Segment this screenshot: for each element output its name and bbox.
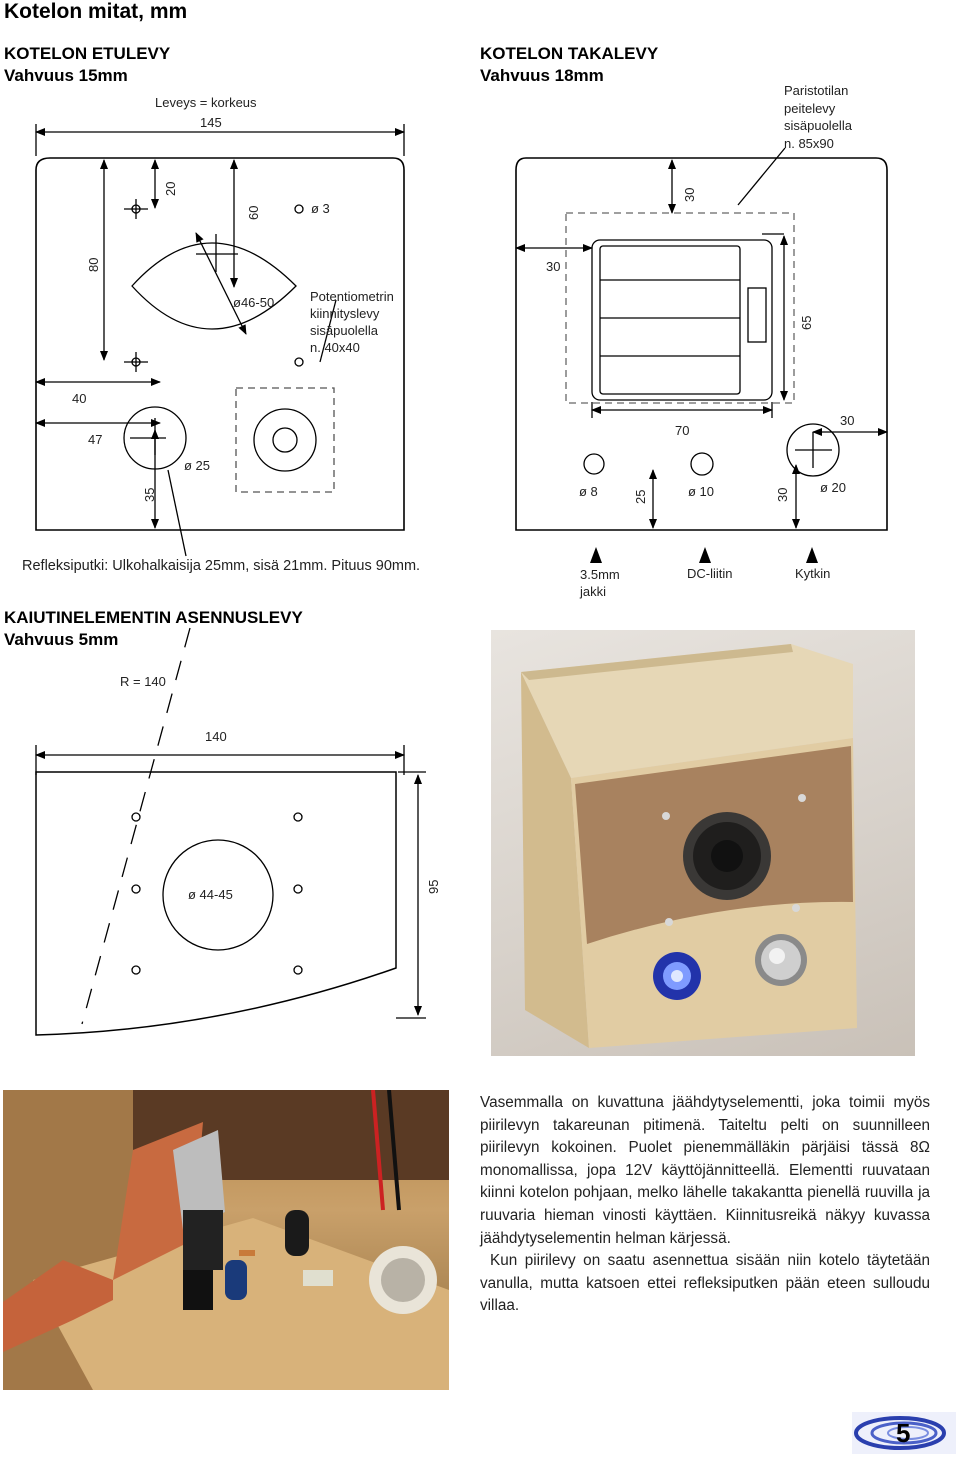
front-plate-outline — [35, 157, 405, 531]
circuit-board-photo — [3, 1090, 449, 1390]
radius-label: R = 140 — [120, 674, 166, 689]
hole-20-label: ø 20 — [820, 480, 847, 495]
dim-30-left: 30 — [546, 259, 561, 274]
width-label: Leveys = korkeus — [155, 95, 257, 110]
dim-80: 80 — [86, 257, 101, 272]
page-number: 5 — [896, 1418, 911, 1448]
battery-note: Paristotilan peitelevy sisäpuolella n. 8… — [784, 83, 852, 151]
dim-47: 47 — [88, 432, 103, 447]
page-logo: 5 — [852, 1412, 956, 1454]
dim-30-top: 30 — [682, 187, 697, 202]
reflex-port-hole — [123, 406, 187, 470]
potentiometer-cutout — [131, 242, 297, 330]
paragraph-2: Kun piirilevy on saatu asennettua sisään… — [480, 1252, 930, 1315]
back-plate-thickness: Vahvuus 18mm — [480, 66, 604, 85]
hole-3-label: ø 3 — [311, 201, 330, 216]
dim-65: 65 — [799, 315, 814, 330]
speaker-hole — [162, 839, 274, 951]
plate-width-label: 140 — [205, 729, 227, 744]
dim-60: 60 — [246, 205, 261, 220]
pot-note: Potentiometrin kiinnityslevy sisäpuolell… — [310, 289, 394, 355]
speaker-plate-outline — [35, 771, 397, 1036]
switch-label: Kytkin — [795, 566, 831, 581]
speaker-hole-label: ø 44-45 — [188, 887, 233, 902]
dc-label: DC-liitin — [687, 566, 733, 581]
hole-10-label: ø 10 — [688, 484, 715, 499]
page-title: Kotelon mitat, mm — [4, 0, 188, 23]
dim-30-bottom: 30 — [775, 487, 790, 502]
front-plate-title: KOTELON ETULEVY — [4, 44, 171, 63]
reflex-note: Refleksiputki: Ulkohalkaisija 25mm, sisä… — [22, 558, 421, 574]
plate-height-label: 95 — [426, 879, 441, 894]
speaker-plate-thickness: Vahvuus 5mm — [4, 630, 119, 649]
dim-25: 25 — [633, 489, 648, 504]
dim-40: 40 — [72, 391, 87, 406]
dim-70: 70 — [675, 423, 690, 438]
back-plate-title: KOTELON TAKALEVY — [480, 44, 659, 63]
technical-drawings — [35, 124, 888, 1036]
speaker-box-photo — [491, 630, 915, 1056]
speaker-plate-title: KAIUTINELEMENTIN ASENNUSLEVY — [4, 608, 303, 627]
back-switch-hole — [786, 423, 840, 477]
dim-35: 35 — [142, 487, 157, 502]
back-plate-outline — [515, 157, 888, 531]
paragraph-1: Vasemmalla on kuvattuna jäähdytyselement… — [480, 1094, 930, 1247]
pot-hole-label: ø46-50 — [233, 295, 275, 310]
hole-8-label: ø 8 — [579, 484, 598, 499]
width-value: 145 — [200, 115, 222, 130]
jack-label: 3.5mm jakki — [580, 567, 620, 599]
dim-20: 20 — [163, 181, 178, 196]
hole-25-label: ø 25 — [184, 458, 211, 473]
body-text: Vasemmalla on kuvattuna jäähdytyselement… — [480, 1092, 930, 1318]
swirl-logo-icon — [852, 1412, 956, 1454]
front-plate-thickness: Vahvuus 15mm — [4, 66, 128, 85]
dim-30-right: 30 — [840, 413, 855, 428]
